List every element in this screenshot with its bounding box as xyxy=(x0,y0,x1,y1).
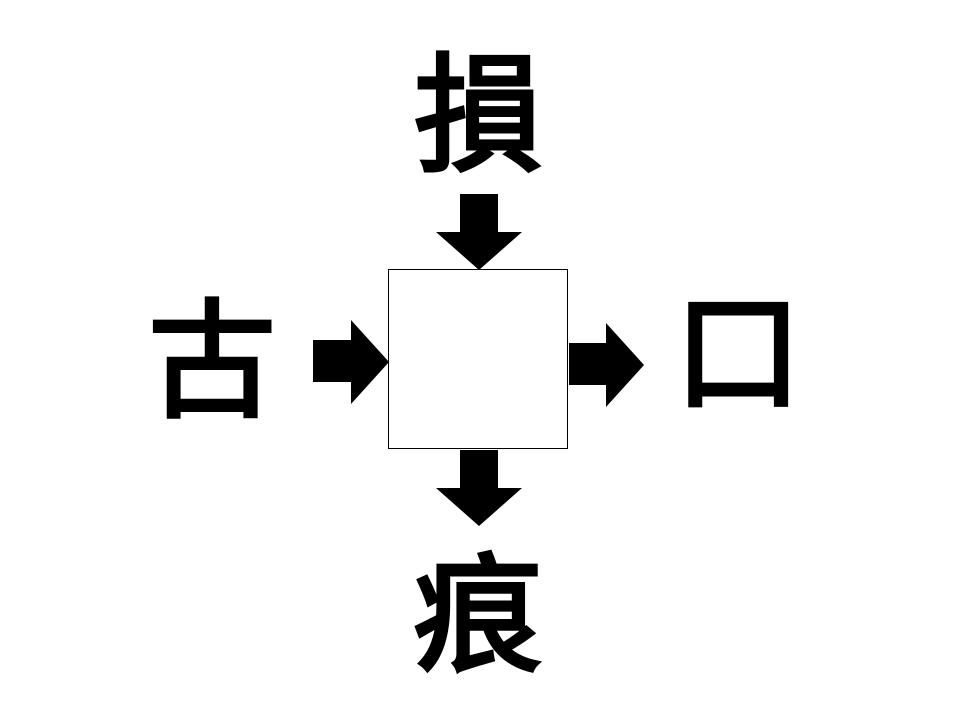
arrow-right-right-icon xyxy=(569,323,644,407)
top-kanji: 損 xyxy=(413,42,542,191)
left-kanji: 古 xyxy=(147,288,276,437)
arrow-right-left-icon xyxy=(313,320,389,404)
arrow-down-top-icon xyxy=(436,194,522,270)
arrow-down-bottom-icon xyxy=(436,450,522,526)
bottom-kanji: 痕 xyxy=(413,542,542,691)
answer-box[interactable] xyxy=(388,269,568,449)
right-kanji: 口 xyxy=(673,280,802,429)
